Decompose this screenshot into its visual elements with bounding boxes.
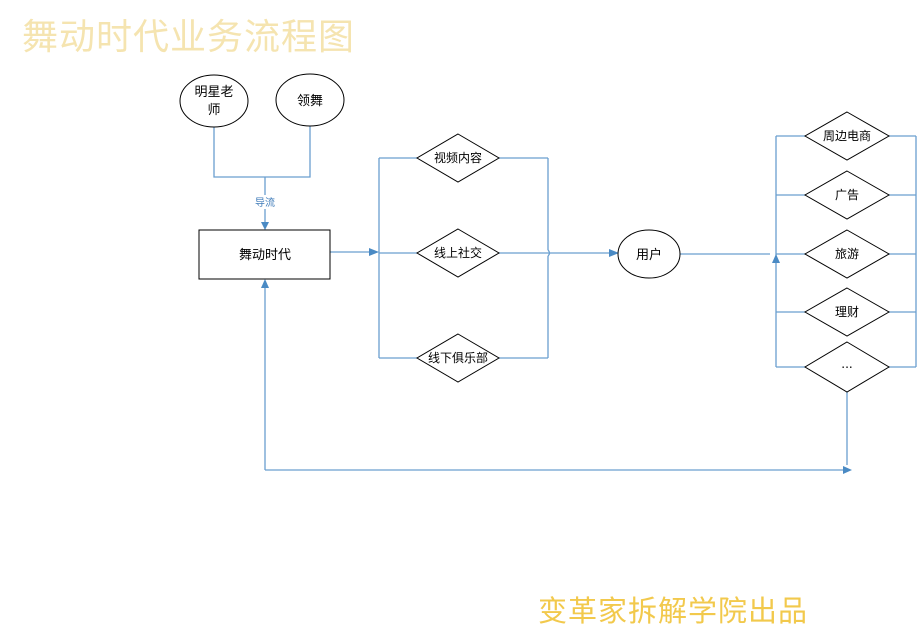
diagram-title: 舞动时代业务流程图 xyxy=(22,17,356,58)
edge-label-guide-flow: 导流 xyxy=(255,196,275,209)
arrow-into-user xyxy=(609,249,619,257)
channel-online-social-label: 线上社交 xyxy=(434,245,482,260)
footer-credit: 变革家拆解学院出品 xyxy=(538,594,809,628)
arrowheads xyxy=(261,222,852,474)
revenue-travel-label: 旅游 xyxy=(835,247,859,261)
channel-offline-club-label: 线下俱乐部 xyxy=(428,350,488,365)
revenue-finance-label: 理财 xyxy=(835,305,859,319)
channel-online-social xyxy=(416,228,500,278)
revenue-advertising xyxy=(803,170,891,220)
channel-video-content xyxy=(416,133,500,183)
edge-label-bg xyxy=(250,195,280,209)
revenue-merchandise xyxy=(803,111,891,161)
user-label: 用户 xyxy=(636,247,662,263)
source-lead-dancer xyxy=(275,73,345,127)
edge-lead-dancer xyxy=(265,126,311,178)
revenue-more-label: ... xyxy=(841,357,852,371)
platform-label: 舞动时代 xyxy=(239,248,291,263)
arrow-into-platform xyxy=(261,222,269,230)
source-star-teacher-label-2: 师 xyxy=(207,103,220,118)
arrow-feedback-up xyxy=(261,279,269,288)
platform-box xyxy=(198,229,331,280)
edge-star-teacher xyxy=(213,127,265,178)
channel-video-content-label: 视频内容 xyxy=(434,150,482,165)
revenue-more xyxy=(804,341,890,393)
arrow-into-channels xyxy=(369,248,379,256)
revenue-merchandise-label: 周边电商 xyxy=(823,128,871,143)
source-star-teacher-label-1: 明星老 xyxy=(194,85,233,100)
channel-offline-club xyxy=(416,333,500,383)
revenue-finance xyxy=(803,287,891,337)
connectors xyxy=(213,126,917,471)
source-star-teacher xyxy=(179,74,249,128)
arrow-into-revenue xyxy=(772,254,780,263)
source-lead-dancer-label: 领舞 xyxy=(297,94,323,109)
user-node xyxy=(617,229,681,279)
revenue-advertising-label: 广告 xyxy=(835,188,859,202)
arrow-feedback-right xyxy=(843,466,852,474)
revenue-travel xyxy=(803,229,891,279)
